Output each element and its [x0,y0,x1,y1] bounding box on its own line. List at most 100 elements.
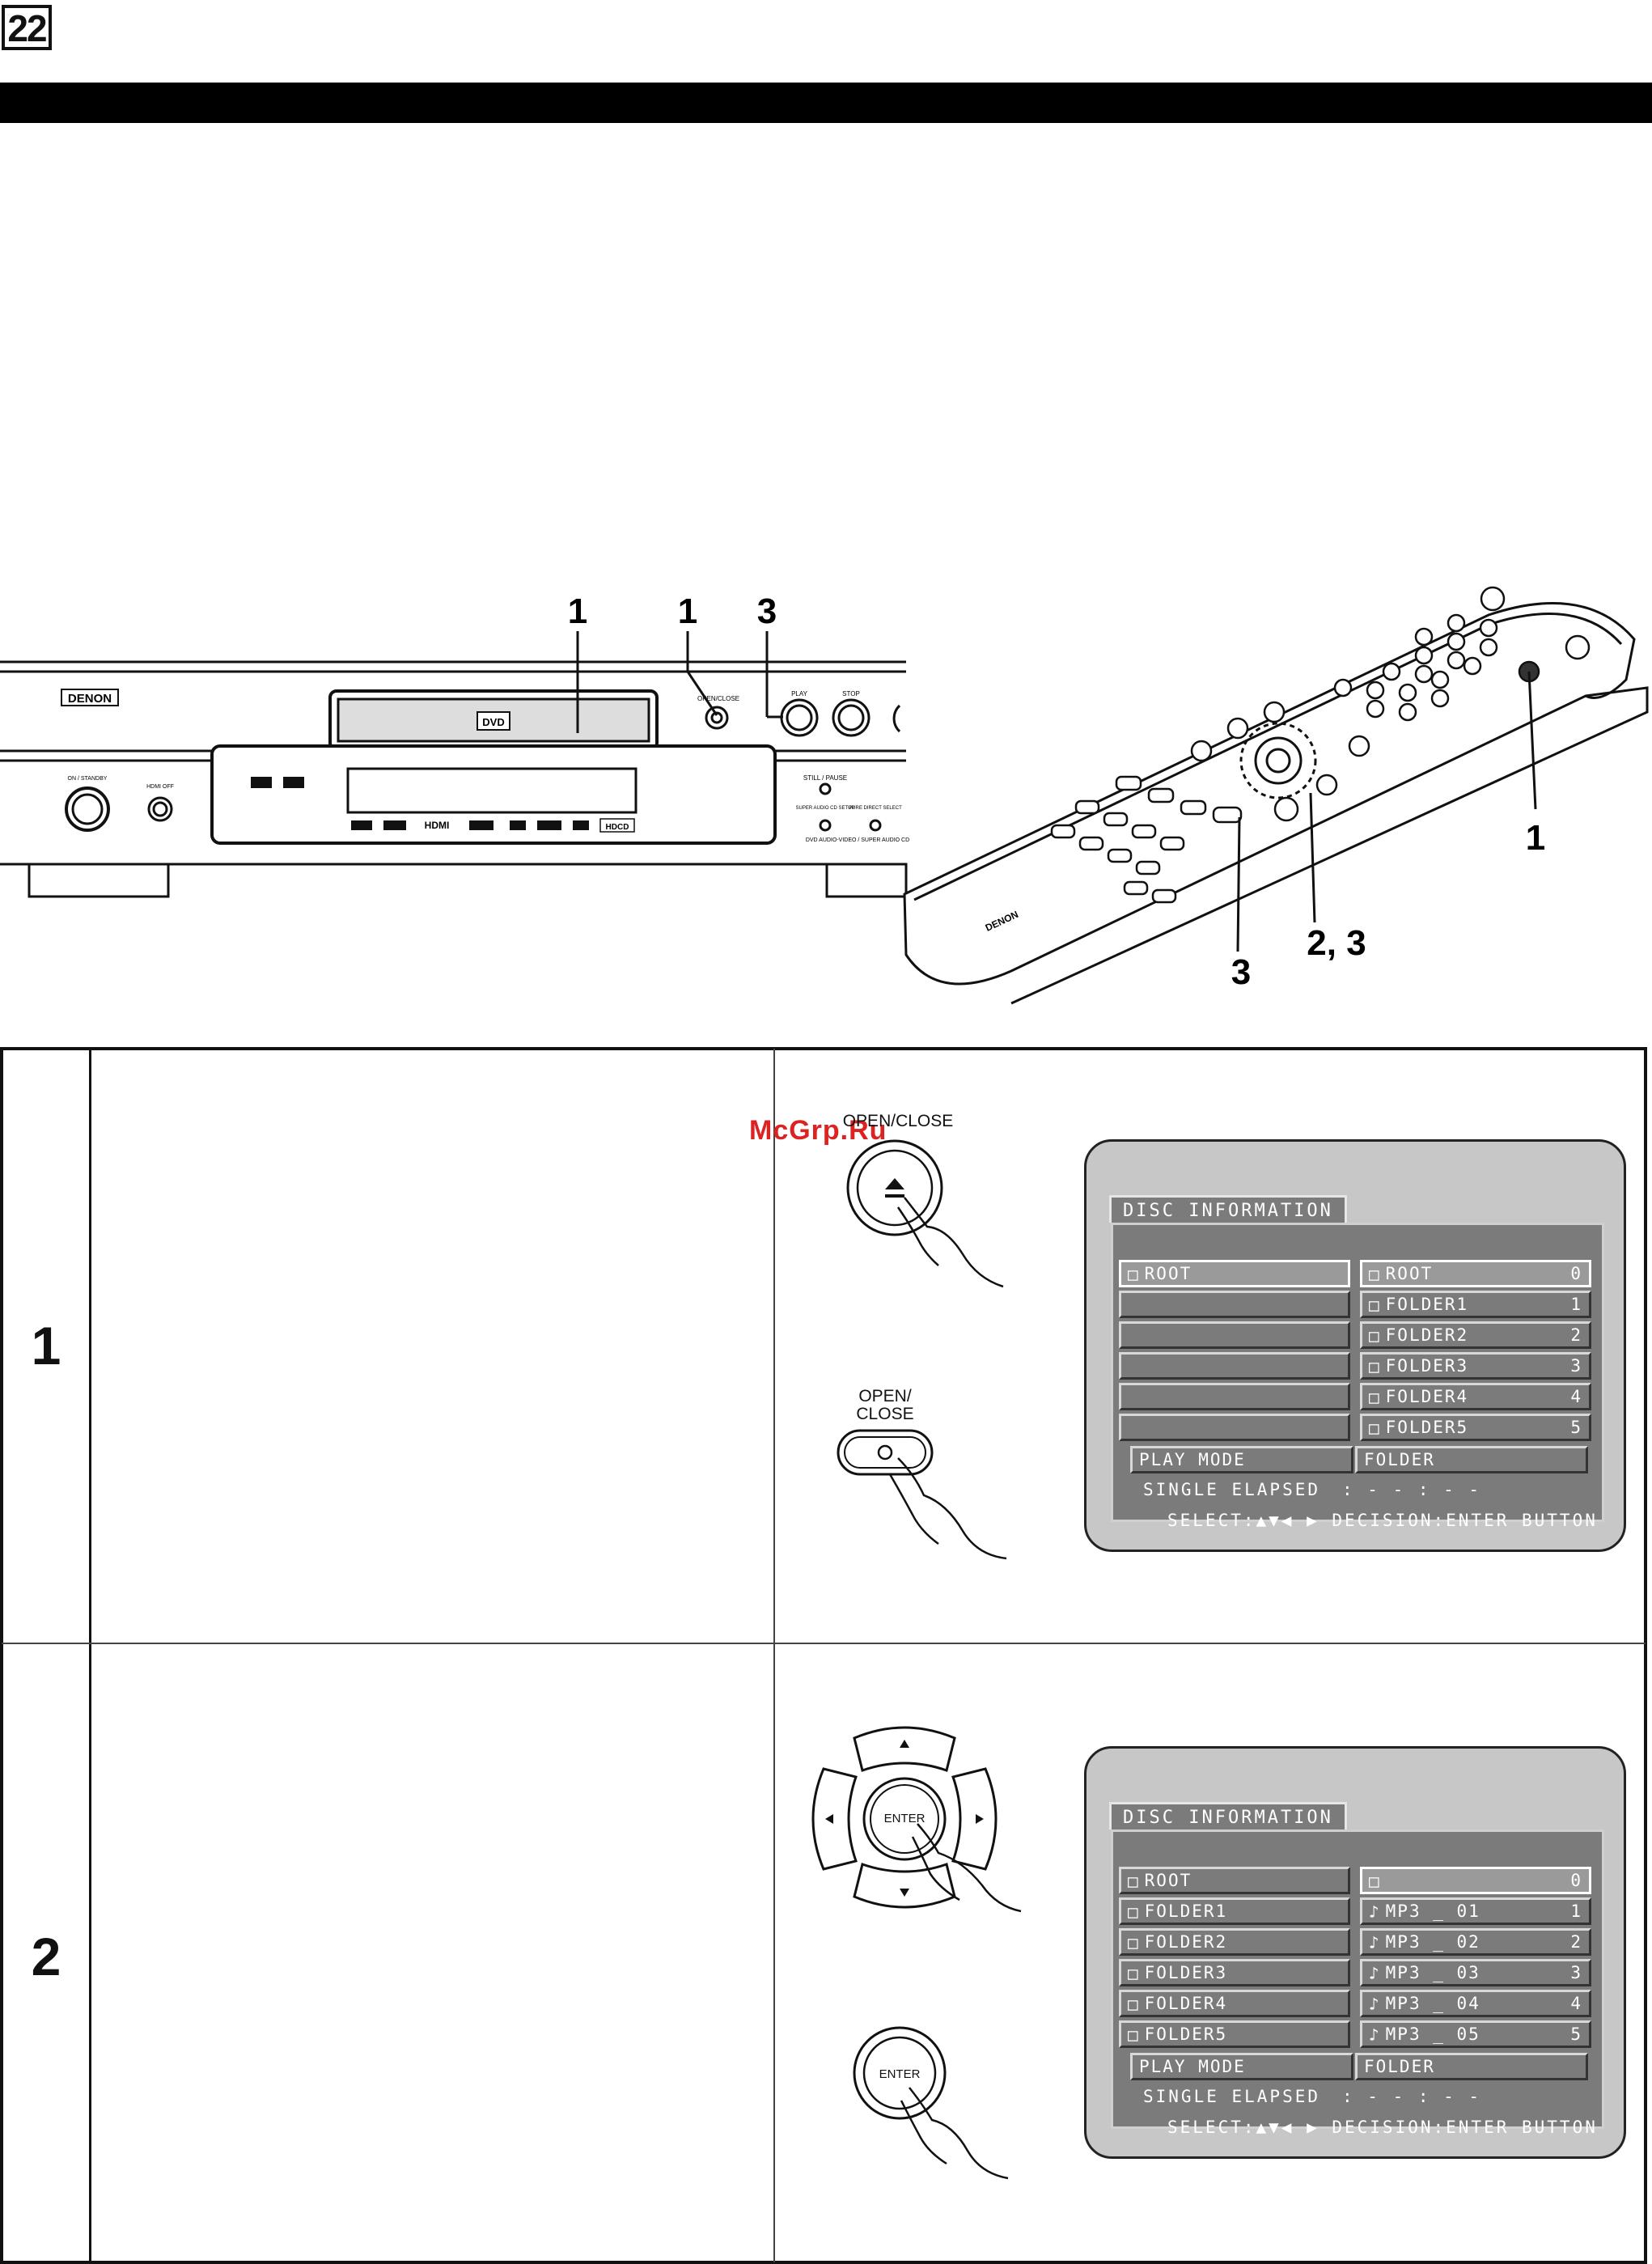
callout-leaders [576,631,1537,952]
cursor-up-button [853,1726,956,1772]
mp3-file-icon: ♪ [1369,1933,1381,1952]
remote-control-body [903,602,1649,1005]
arrow-up-icon [900,1740,909,1748]
osd-left-item[interactable]: □ROOT [1119,1867,1350,1894]
open-close-pill-label-2: CLOSE [856,1405,914,1423]
mp3-file-icon: ♪ [1369,1902,1381,1922]
callout-remote-cursor: 2, 3 [1307,923,1366,963]
osd-left-item[interactable]: □ROOT [1119,1260,1350,1287]
osd-title: DISC INFORMATION [1109,1195,1347,1223]
osd-left-item[interactable]: □FOLDER3 [1119,1959,1350,1986]
page-number: 22 [2,5,52,50]
pressing-hand-icon [911,1823,1022,1913]
osd-right-item[interactable]: □0 [1360,1867,1591,1894]
folder-icon: □ [1128,1964,1140,1983]
player-standby-label: ON / STANDBY [68,776,108,782]
remote-buttons [1050,586,1591,904]
folder-icon: □ [1369,1357,1381,1376]
player-stop-label: STOP [842,690,860,697]
folder-icon: □ [1128,1902,1140,1922]
osd-elapsed-label: SINGLE ELAPSED [1143,1480,1321,1499]
player-super-audio-label: SUPER AUDIO CD SETUP [795,806,854,811]
cursor-right-button [951,1767,998,1871]
player-hdcd-logo: HDCD [606,823,629,832]
mp3-file-icon: ♪ [1369,2025,1381,2045]
osd-left-item[interactable]: □FOLDER1 [1119,1897,1350,1925]
open-close-button-label-top: OPEN/CLOSE [842,1112,954,1130]
folder-icon: □ [1369,1418,1381,1438]
osd-play-mode-label: PLAY MODE [1130,1446,1353,1473]
enter-round-button[interactable] [849,2023,1027,2185]
arrow-right-icon [976,1814,984,1824]
dvd-player-front-panel [0,660,908,898]
folder-icon: □ [1369,1295,1381,1315]
watermark-text: McGrp.Ru [749,1115,887,1146]
open-close-pill-button[interactable] [833,1426,1019,1563]
player-remote-illustration: DENON DVD OPEN/CLOSE PLAY STOP STILL / P… [0,586,1649,1005]
osd-play-mode-value[interactable]: FOLDER [1355,2053,1588,2080]
callout-remote-open-close: 1 [1526,818,1545,858]
folder-icon: □ [1128,1872,1140,1891]
osd-left-item[interactable]: □FOLDER5 [1119,2020,1350,2048]
player-brand-label: DENON [68,692,112,706]
player-still-pause-label: STILL / PAUSE [803,774,847,782]
enter-pad-label: ENTER [883,1812,926,1825]
player-open-close-label: OPEN/CLOSE [697,695,739,702]
osd-left-item[interactable]: □FOLDER4 [1119,1990,1350,2017]
osd-help-text: SELECT:▲▼◀ ▶ DECISION:ENTER BUTTON [1167,1511,1598,1530]
osd-play-mode-value[interactable]: FOLDER [1355,1446,1588,1473]
osd-left-item[interactable] [1119,1321,1350,1349]
tray-disc-logo: DVD [482,716,504,728]
eject-icon [885,1178,904,1198]
osd-elapsed-value: : - - : - - [1342,2087,1482,2106]
callout-player-play: 3 [757,591,777,631]
player-hdmi-off-label: HDMI OFF [146,784,174,790]
osd-left-item[interactable]: □FOLDER2 [1119,1928,1350,1956]
arrow-down-icon [900,1889,909,1897]
folder-icon: □ [1128,1265,1140,1284]
player-logo-strip [251,777,589,830]
osd-left-item[interactable] [1119,1383,1350,1410]
cursor-enter-pad[interactable] [809,1723,1036,1934]
osd-left-item[interactable] [1119,1291,1350,1318]
osd-play-mode-label: PLAY MODE [1130,2053,1353,2080]
folder-icon: □ [1369,1388,1381,1407]
folder-icon: □ [1128,2025,1140,2045]
section-header-bar [0,83,1652,123]
step-column-divider [773,1049,775,2262]
osd-elapsed-label: SINGLE ELAPSED [1143,2087,1321,2106]
osd-disc-information-step2: DISC INFORMATION □ROOT □FOLDER1 □FOLDER2… [1084,1746,1626,2159]
osd-left-item[interactable] [1119,1414,1350,1441]
callout-player-tray: 1 [568,591,587,631]
osd-title: DISC INFORMATION [1109,1802,1347,1829]
step-number-1: 1 [31,1316,61,1376]
pressing-hand-icon [900,2087,1009,2180]
osd-help-text: SELECT:▲▼◀ ▶ DECISION:ENTER BUTTON [1167,2118,1598,2137]
step-table [0,1047,1647,2264]
folder-icon: □ [1128,1995,1140,2014]
callout-player-open-close: 1 [678,591,697,631]
callout-remote-play: 3 [1231,952,1251,992]
mp3-file-icon: ♪ [1369,1964,1381,1983]
folder-icon: □ [1369,1872,1381,1891]
player-play-label: PLAY [791,690,808,697]
osd-left-item[interactable] [1119,1352,1350,1380]
step-number-2: 2 [31,1927,61,1986]
mp3-file-icon: ♪ [1369,1995,1381,2014]
step-row-divider [2,1643,1646,1644]
enter-single-label: ENTER [879,2067,921,2081]
folder-icon: □ [1128,1933,1140,1952]
open-close-round-button[interactable] [841,1133,1019,1295]
